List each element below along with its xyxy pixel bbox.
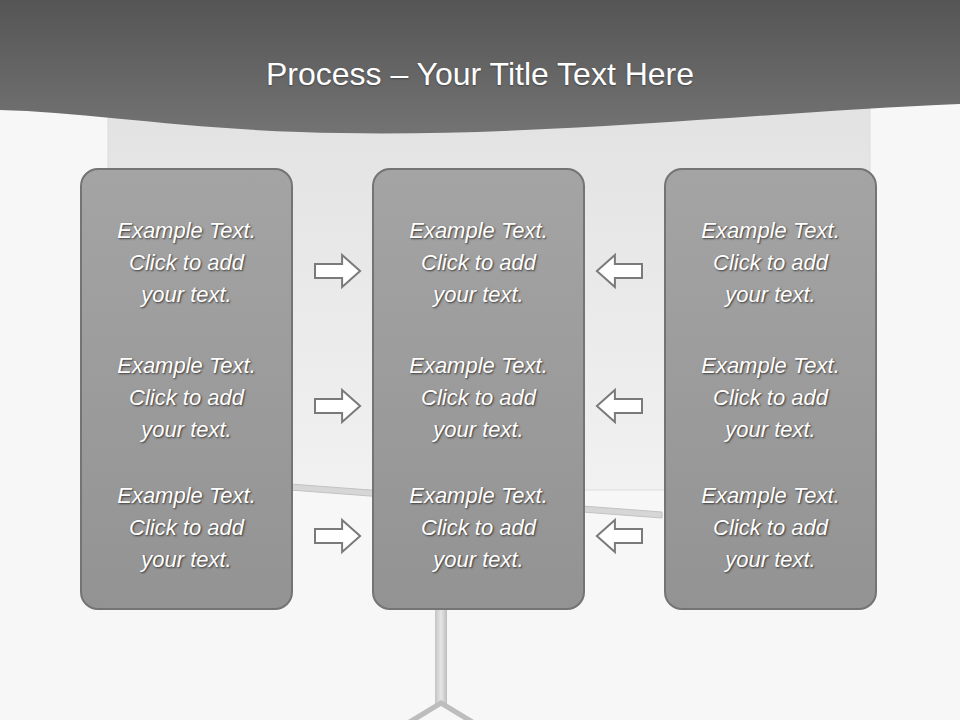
box-text: Example Text. Click to add your text. bbox=[666, 350, 875, 446]
stand-feet bbox=[408, 700, 474, 720]
block-arrow bbox=[597, 255, 642, 287]
block-arrow bbox=[315, 520, 360, 552]
block-arrow bbox=[597, 520, 642, 552]
header-band bbox=[0, 0, 960, 133]
box-text: Example Text. Click to add your text. bbox=[666, 215, 875, 311]
box-text: Example Text. Click to add your text. bbox=[374, 215, 583, 311]
process-box: Example Text. Click to add your text. Exa… bbox=[372, 168, 585, 610]
slide-title: Process – Your Title Text Here bbox=[0, 52, 960, 96]
block-arrow bbox=[315, 255, 360, 287]
process-box: Example Text. Click to add your text. Exa… bbox=[664, 168, 877, 610]
box-text: Example Text. Click to add your text. bbox=[82, 480, 291, 576]
process-box: Example Text. Click to add your text. Exa… bbox=[80, 168, 293, 610]
box-text: Example Text. Click to add your text. bbox=[666, 480, 875, 576]
box-text: Example Text. Click to add your text. bbox=[374, 480, 583, 576]
block-arrow bbox=[597, 390, 642, 422]
box-text: Example Text. Click to add your text. bbox=[82, 215, 291, 311]
box-text: Example Text. Click to add your text. bbox=[374, 350, 583, 446]
block-arrow bbox=[315, 390, 360, 422]
box-text: Example Text. Click to add your text. bbox=[82, 350, 291, 446]
